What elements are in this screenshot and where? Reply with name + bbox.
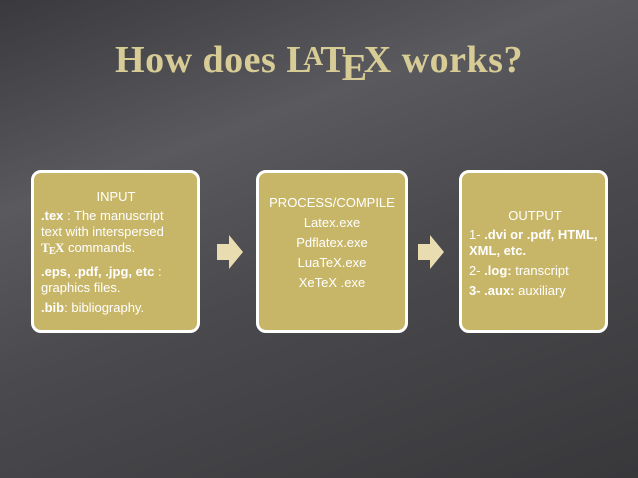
output-item-1-formats: .dvi or .pdf, HTML, XML, etc.: [469, 227, 598, 258]
title-prefix: How does: [115, 39, 287, 81]
process-item-luatex: LuaTeX.exe: [297, 255, 367, 270]
output-item-1: 1- .dvi or .pdf, HTML, XML, etc.: [469, 227, 601, 259]
bib-description: .bib: bibliography.: [41, 300, 191, 316]
slide-title: How does LATEX works?: [0, 38, 638, 90]
tex-description: .tex : The manuscript text with interspe…: [41, 208, 191, 260]
tex-extension: .tex: [41, 208, 64, 223]
graphics-extensions: .eps, .pdf, .jpg, etc: [41, 264, 155, 280]
right-arrow-shape: [217, 235, 243, 269]
right-arrow-icon: [217, 235, 243, 269]
output-item-3-number: 3-: [469, 283, 485, 298]
process-box: PROCESS/COMPILE Latex.exe Pdflatex.exe L…: [256, 170, 408, 333]
latex-logo-t: T: [320, 39, 347, 81]
latex-logo-a: A: [303, 41, 324, 72]
output-heading: OUTPUT: [508, 208, 562, 223]
graphics-desc-1: :: [154, 264, 162, 280]
output-box: OUTPUT 1- .dvi or .pdf, HTML, XML, etc. …: [459, 170, 608, 333]
output-item-3: 3- .aux: auxiliary: [469, 283, 601, 299]
tex-logo: TEX: [41, 240, 65, 258]
output-item-2: 2- .log: transcript: [469, 263, 601, 279]
right-arrow-icon: [418, 235, 444, 269]
right-arrow-shape: [418, 235, 444, 269]
process-item-pdflatex: Pdflatex.exe: [296, 235, 368, 250]
output-item-2-desc: transcript: [511, 263, 569, 278]
tex-logo-x: X: [54, 240, 65, 255]
process-item-latex: Latex.exe: [303, 215, 361, 230]
input-heading: INPUT: [96, 189, 136, 204]
output-item-3-desc: auxiliary: [514, 283, 566, 298]
input-box: INPUT .tex : The manuscript text with in…: [31, 170, 200, 333]
latex-logo-x: X: [363, 39, 392, 81]
output-item-2-extension: .log:: [484, 263, 512, 278]
bib-extension: .bib: [41, 300, 65, 316]
graphics-desc-2: graphics files.: [41, 280, 121, 296]
latex-logo-l: L: [286, 39, 313, 81]
output-item-3-extension: .aux:: [484, 283, 515, 298]
output-item-1-number: 1-: [469, 227, 485, 242]
output-item-2-number: 2-: [469, 263, 485, 278]
tex-logo-e: E: [48, 246, 56, 258]
title-suffix: works?: [391, 39, 523, 81]
tex-desc-2: text with interspersed: [41, 224, 164, 239]
tex-desc-3: commands.: [64, 240, 136, 255]
bib-desc: : bibliography.: [64, 300, 145, 316]
tex-desc-1: : The manuscript: [63, 208, 164, 223]
graphics-description: .eps, .pdf, .jpg, etc : graphics files.: [41, 264, 191, 296]
process-item-xetex: XeTeX .exe: [298, 275, 366, 290]
latex-logo-e: E: [341, 47, 368, 90]
latex-logo: LATEX: [286, 38, 391, 90]
tex-logo-t: T: [41, 240, 50, 255]
process-heading: PROCESS/COMPILE: [269, 195, 395, 210]
